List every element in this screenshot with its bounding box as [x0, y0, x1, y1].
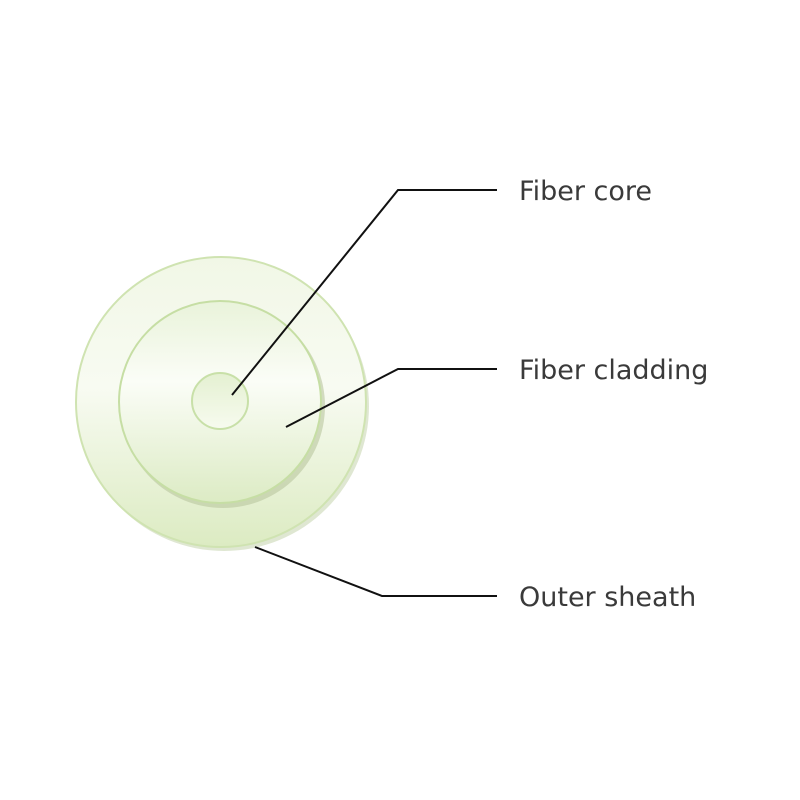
fiber-core-disk — [191, 372, 249, 430]
fiber-core-leader-line — [231, 189, 497, 396]
fiber-core-label: Fiber core — [519, 176, 652, 207]
outer-sheath-leader-line — [254, 546, 497, 597]
fiber-cladding-leader-line — [285, 368, 497, 428]
fiber-cladding-label: Fiber cladding — [519, 355, 708, 386]
outer-sheath-label: Outer sheath — [519, 582, 696, 613]
